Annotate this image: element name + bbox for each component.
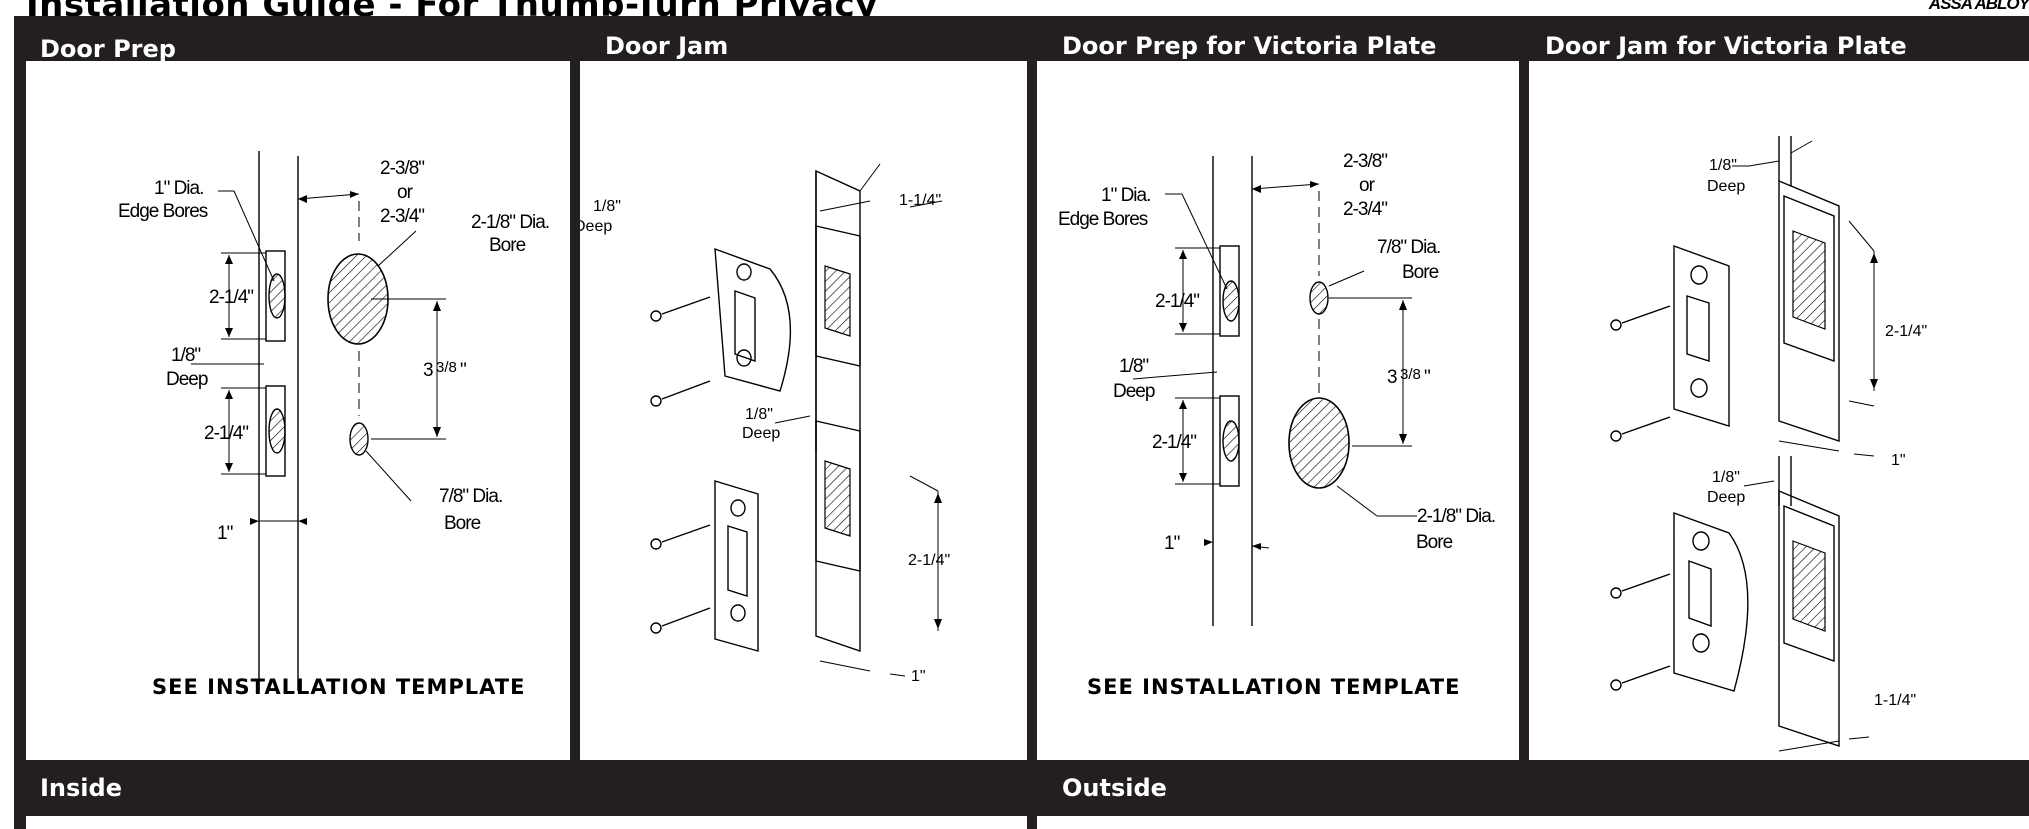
door-jam-deep-top-label: Deep <box>580 218 612 235</box>
door-prep-victoria-panel: 1" Dia. Edge Bores 2-3/8" or 2-3/4" 7/8"… <box>1037 61 1519 760</box>
door-jam-diagram: 1/8" Deep 1-1/4" 1/8" Deep 2-1/4" 1" <box>580 163 950 685</box>
door-prep-victoria-deep-depth-label: 1/8" <box>1119 356 1148 377</box>
door-prep-spacing-fraction-label: 3/8 <box>436 359 457 376</box>
panel-border-left <box>14 16 26 829</box>
door-jam-deep-depth-mid-label: 1/8" <box>745 406 773 423</box>
outside-panel <box>1037 816 2029 829</box>
door-prep-deep-depth-label: 1/8" <box>171 345 200 366</box>
section-title-door-prep: Door Prep <box>40 35 176 63</box>
door-prep-spacing-whole-label: 3 <box>423 360 433 381</box>
door-jam-victoria-deep-depth-top-label: 1/8" <box>1709 157 1737 174</box>
door-prep-panel: 1" Dia. Edge Bores 2-3/8" or 2-3/4" 2-1/… <box>26 61 570 760</box>
door-prep-victoria-diagram: 1" Dia. Edge Bores 2-3/8" or 2-3/4" 7/8"… <box>1058 151 1496 626</box>
door-prep-victoria-spacing-whole-label: 3 <box>1387 367 1397 388</box>
section-title-outside: Outside <box>1062 774 1167 802</box>
door-prep-victoria-backset-a-label: 2-3/8" <box>1343 151 1387 172</box>
door-jam-victoria-deep-top-label: Deep <box>1707 178 1745 195</box>
panel-separator-3 <box>1519 16 1529 760</box>
door-prep-victoria-spacing-inch-label: " <box>1424 367 1430 388</box>
door-prep-victoria-bore-small-dia-label: 7/8" Dia. <box>1377 237 1440 258</box>
door-jam-height-label: 2-1/4" <box>908 552 950 569</box>
door-prep-victoria-or-label: or <box>1359 175 1376 196</box>
door-prep-victoria-height-bottom-label: 2-1/4" <box>1152 432 1196 453</box>
door-prep-backset-b-label: 2-3/4" <box>380 206 424 227</box>
door-jam-panel: 1/8" Deep 1-1/4" 1/8" Deep 2-1/4" 1" <box>580 61 1027 760</box>
door-jam-victoria-diagram: 1/8" Deep 2-1/4" 1" 1/8" Deep 1-1/4" <box>1610 136 1927 752</box>
panel-separator-2 <box>1027 16 1037 829</box>
section-title-inside: Inside <box>40 774 122 802</box>
door-prep-victoria-backset-b-label: 2-3/4" <box>1343 199 1387 220</box>
door-prep-bore-large-label: Bore <box>489 235 526 256</box>
door-prep-victoria-deep-label: Deep <box>1113 381 1155 402</box>
door-prep-height-bottom-label: 2-1/4" <box>204 423 248 444</box>
door-prep-diagram: 1" Dia. Edge Bores 2-3/8" or 2-3/4" 2-1/… <box>118 151 550 691</box>
door-prep-deep-label: Deep <box>166 369 208 390</box>
inside-panel <box>26 816 1027 829</box>
door-prep-backset-a-label: 2-3/8" <box>380 158 424 179</box>
section-title-door-jam-victoria: Door Jam for Victoria Plate <box>1545 32 1907 60</box>
door-prep-victoria-bore-large-dia-label: 2-1/8" Dia. <box>1417 506 1495 527</box>
door-jam-deep-mid-label: Deep <box>742 425 780 442</box>
door-jam-width-bottom-label: 1" <box>911 668 926 685</box>
door-jam-victoria-width-mid-label: 1" <box>1891 452 1906 469</box>
door-jam-victoria-height-label: 2-1/4" <box>1885 323 1927 340</box>
door-prep-bore-small-dia-label: 7/8" Dia. <box>439 486 502 507</box>
door-prep-height-top-label: 2-1/4" <box>209 287 253 308</box>
door-prep-edge-bores-dia-label: 1" Dia. <box>154 178 203 199</box>
door-prep-edge-bores-label: Edge Bores <box>118 201 208 222</box>
top-section-header-band <box>14 16 2029 61</box>
door-jam-deep-depth-top-label: 1/8" <box>593 198 621 215</box>
door-prep-victoria-height-top-label: 2-1/4" <box>1155 291 1199 312</box>
door-prep-victoria-edge-bores-dia-label: 1" Dia. <box>1101 185 1150 206</box>
door-prep-or-label: or <box>397 182 414 203</box>
section-title-door-jam: Door Jam <box>605 32 729 60</box>
panel-separator-1 <box>570 16 580 760</box>
brand-logo: ASSA ABLOY <box>1928 0 2029 13</box>
door-prep-victoria-edge-bores-label: Edge Bores <box>1058 209 1148 230</box>
door-jam-victoria-panel: 1/8" Deep 2-1/4" 1" 1/8" Deep 1-1/4" <box>1529 61 2029 760</box>
door-jam-width-top-label: 1-1/4" <box>899 192 941 209</box>
door-jam-victoria-deep-mid-label: Deep <box>1707 489 1745 506</box>
door-prep-victoria-bore-large-label: Bore <box>1416 532 1453 553</box>
door-prep-victoria-edge-width-label: 1" <box>1164 533 1180 554</box>
door-prep-victoria-see-template-note: SEE INSTALLATION TEMPLATE <box>1087 675 1461 699</box>
door-prep-spacing-inch-label: " <box>460 360 466 381</box>
door-prep-victoria-spacing-fraction-label: 3/8 <box>1400 366 1421 383</box>
door-jam-victoria-deep-depth-mid-label: 1/8" <box>1712 469 1740 486</box>
door-prep-bore-large-dia-label: 2-1/8" Dia. <box>471 212 549 233</box>
door-prep-bore-small-label: Bore <box>444 513 481 534</box>
door-jam-victoria-width-bottom-label: 1-1/4" <box>1874 692 1916 709</box>
section-title-door-prep-victoria: Door Prep for Victoria Plate <box>1062 32 1437 60</box>
door-prep-see-template-note: SEE INSTALLATION TEMPLATE <box>152 675 526 699</box>
door-prep-edge-width-label: 1" <box>217 523 233 544</box>
door-prep-victoria-bore-small-label: Bore <box>1402 262 1439 283</box>
